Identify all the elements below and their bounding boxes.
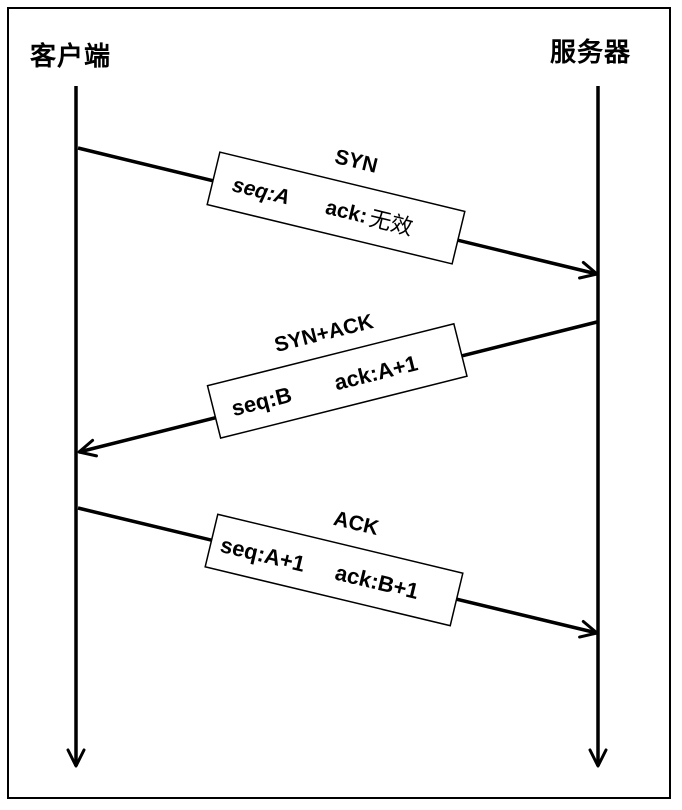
syn-label-box: seq:A ack: 无效 — [206, 151, 466, 265]
client-label: 客户端 — [30, 42, 112, 72]
syn-title: SYN — [332, 145, 379, 178]
server-label: 服务器 — [550, 38, 632, 68]
ack-label-box: seq:A+1 ack:B+1 — [204, 513, 464, 627]
synack-label-box: seq:B ack:A+1 — [206, 322, 468, 440]
ack-title: ACK — [331, 507, 381, 540]
